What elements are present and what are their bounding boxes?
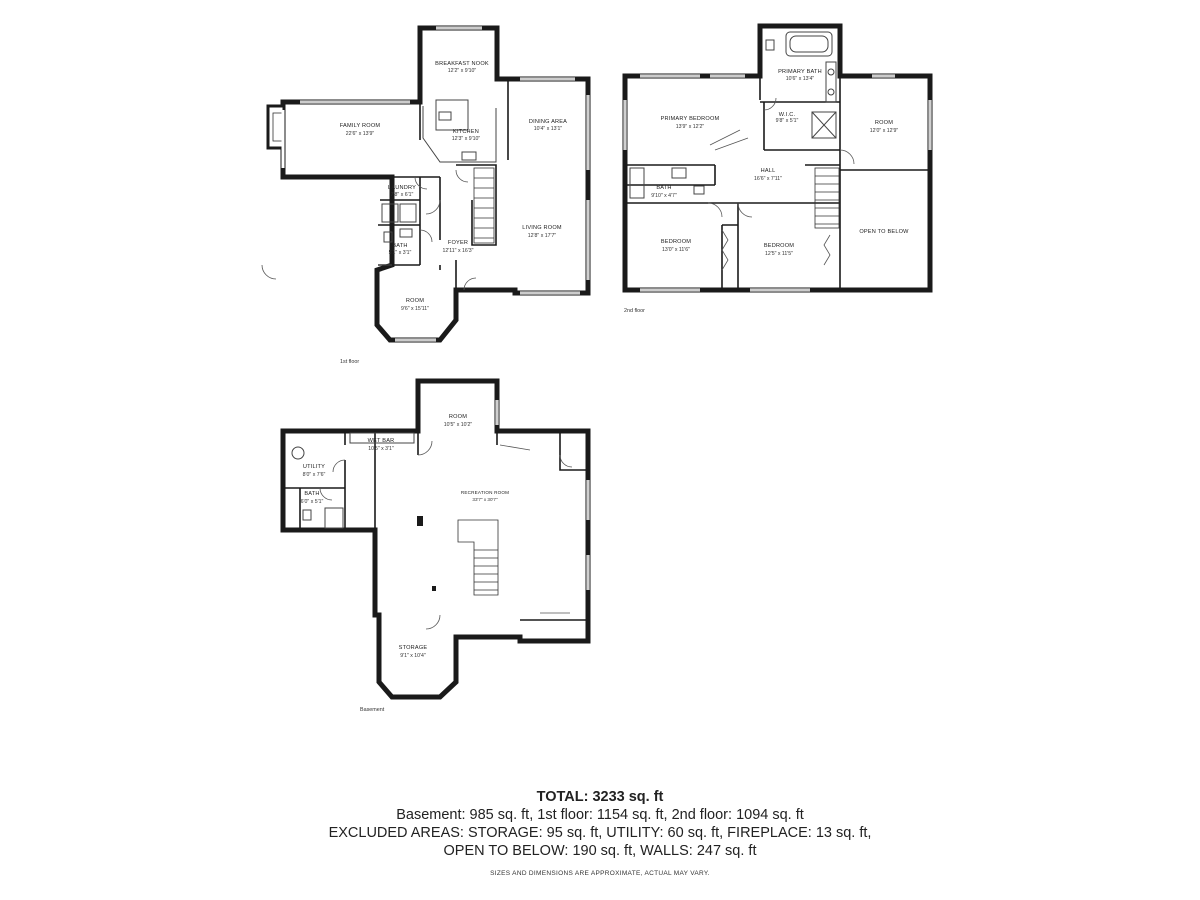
primary-bath-label: PRIMARY BATH bbox=[778, 69, 822, 75]
hall-dims: 16'6" x 7'11" bbox=[754, 176, 782, 182]
laundry-dims: 7'8" x 6'1" bbox=[391, 192, 414, 198]
first-floor-plan: BREAKFAST NOOK 12'2" x 9'10" FAMILY ROOM… bbox=[261, 25, 591, 365]
support-post bbox=[417, 516, 423, 526]
floor-areas: Basement: 985 sq. ft, 1st floor: 1154 sq… bbox=[396, 807, 804, 823]
second-bath-tub bbox=[629, 167, 645, 199]
kitchen-range bbox=[461, 151, 477, 161]
dining-area-label: DINING AREA bbox=[529, 119, 567, 125]
first-floor-caption: 1st floor bbox=[340, 359, 359, 365]
total-area: TOTAL: 3233 sq. ft bbox=[536, 789, 664, 805]
first-bath-label: BATH bbox=[392, 243, 407, 249]
second-floor-caption: 2nd floor bbox=[624, 308, 645, 314]
second-room-label: ROOM bbox=[875, 120, 893, 126]
storage-dims: 9'1" x 10'4" bbox=[400, 653, 426, 659]
recreation-room-label: RECREATION ROOM bbox=[461, 490, 509, 495]
kitchen-sink bbox=[438, 111, 452, 121]
foyer-label: FOYER bbox=[448, 240, 468, 246]
storage-label: STORAGE bbox=[399, 645, 428, 651]
primary-bedroom-dims: 13'9" x 12'2" bbox=[676, 124, 705, 130]
second-floor-interior-walls bbox=[625, 76, 930, 290]
second-floor-stairs bbox=[814, 167, 840, 229]
recreation-room-dims: 33'7" x 30'7" bbox=[472, 497, 498, 502]
family-room-label: FAMILY ROOM bbox=[340, 123, 381, 129]
bathtub bbox=[785, 31, 833, 57]
wic-dims: 9'8" x 5'1" bbox=[776, 118, 799, 124]
primary-bath-vanity bbox=[825, 61, 837, 103]
second-bath-sink bbox=[671, 167, 687, 179]
kitchen-island bbox=[435, 99, 469, 131]
first-room-dims: 9'6" x 15'11" bbox=[401, 306, 429, 312]
basement-interior-walls bbox=[283, 431, 588, 621]
support-post bbox=[432, 586, 436, 591]
wet-bar-counter bbox=[349, 432, 415, 444]
first-floor-stairs bbox=[473, 167, 495, 244]
open-to-below-walls: OPEN TO BELOW: 190 sq. ft, WALLS: 247 sq… bbox=[443, 843, 757, 859]
first-floor-interior-walls bbox=[378, 79, 509, 290]
primary-bath-dims: 10'6" x 13'4" bbox=[786, 76, 815, 82]
utility-dims: 8'0" x 7'6" bbox=[303, 472, 326, 478]
utility-label: UTILITY bbox=[303, 464, 325, 470]
laundry-label: LAUNDRY bbox=[388, 185, 416, 191]
foyer-dims: 12'11" x 16'3" bbox=[443, 248, 474, 254]
second-bath-label: BATH bbox=[656, 185, 671, 191]
breakfast-nook-label: BREAKFAST NOOK bbox=[435, 61, 489, 67]
kitchen-dims: 12'3" x 9'10" bbox=[452, 136, 481, 142]
second-bath-toilet bbox=[693, 185, 705, 195]
bedroom-1-dims: 13'0" x 11'6" bbox=[662, 247, 690, 253]
excluded-areas: EXCLUDED AREAS: STORAGE: 95 sq. ft, UTIL… bbox=[328, 825, 872, 841]
shower bbox=[811, 111, 837, 139]
breakfast-nook-dims: 12'2" x 9'10" bbox=[448, 68, 477, 74]
living-room-dims: 12'8" x 17'7" bbox=[528, 233, 557, 239]
basement-room-dims: 10'5" x 10'2" bbox=[444, 422, 473, 428]
family-room-dims: 22'6" x 13'9" bbox=[346, 131, 375, 137]
basement-room-label: ROOM bbox=[449, 414, 467, 420]
living-room-label: LIVING ROOM bbox=[522, 225, 562, 231]
primary-bedroom-label: PRIMARY BEDROOM bbox=[661, 116, 720, 122]
basement-bath-dims: 6'0" x 5'1" bbox=[301, 499, 324, 505]
basement-plan: ROOM 10'5" x 10'2" WET BAR 10'5" x 3'1" … bbox=[280, 378, 591, 713]
primary-toilet bbox=[765, 39, 775, 51]
door-swing bbox=[707, 97, 855, 218]
second-floor-plan: PRIMARY BATH 10'6" x 13'4" PRIMARY BEDRO… bbox=[622, 23, 933, 314]
second-bath-dims: 9'10" x 4'7" bbox=[651, 193, 677, 199]
toilet bbox=[383, 231, 393, 243]
basement-toilet bbox=[302, 509, 312, 521]
bedroom-2-label: BEDROOM bbox=[764, 243, 794, 249]
door-swing bbox=[261, 169, 477, 291]
kitchen-label: KITCHEN bbox=[453, 129, 479, 135]
basement-bath-label: BATH bbox=[304, 491, 319, 497]
second-room-dims: 12'0" x 12'9" bbox=[870, 128, 899, 134]
first-floor-exterior-wall bbox=[280, 25, 591, 343]
basement-stairs bbox=[457, 519, 499, 596]
bedroom-1-label: BEDROOM bbox=[661, 239, 691, 245]
water-heater bbox=[291, 446, 305, 460]
wic-label: W.I.C. bbox=[779, 112, 796, 118]
bath-sink bbox=[399, 228, 413, 238]
hall-label: HALL bbox=[761, 168, 776, 174]
open-to-below-label: OPEN TO BELOW bbox=[859, 229, 909, 235]
first-bath-dims: 5'1" x 3'1" bbox=[389, 250, 412, 256]
basement-shower bbox=[324, 507, 344, 529]
washer bbox=[381, 203, 399, 223]
basement-caption: Basement bbox=[360, 707, 385, 713]
dryer bbox=[399, 203, 417, 223]
disclaimer: SIZES AND DIMENSIONS ARE APPROXIMATE, AC… bbox=[490, 870, 710, 877]
wet-bar-dims: 10'5" x 3'1" bbox=[368, 446, 394, 452]
bedroom-2-dims: 12'5" x 11'5" bbox=[765, 251, 793, 257]
basement-exterior-wall bbox=[280, 378, 591, 700]
first-room-label: ROOM bbox=[406, 298, 424, 304]
closet-doors bbox=[721, 229, 831, 271]
kitchen-counter bbox=[422, 106, 497, 163]
door-swing bbox=[319, 440, 573, 630]
dining-area-dims: 10'4" x 13'1" bbox=[534, 126, 563, 132]
wet-bar-label: WET BAR bbox=[368, 438, 395, 444]
